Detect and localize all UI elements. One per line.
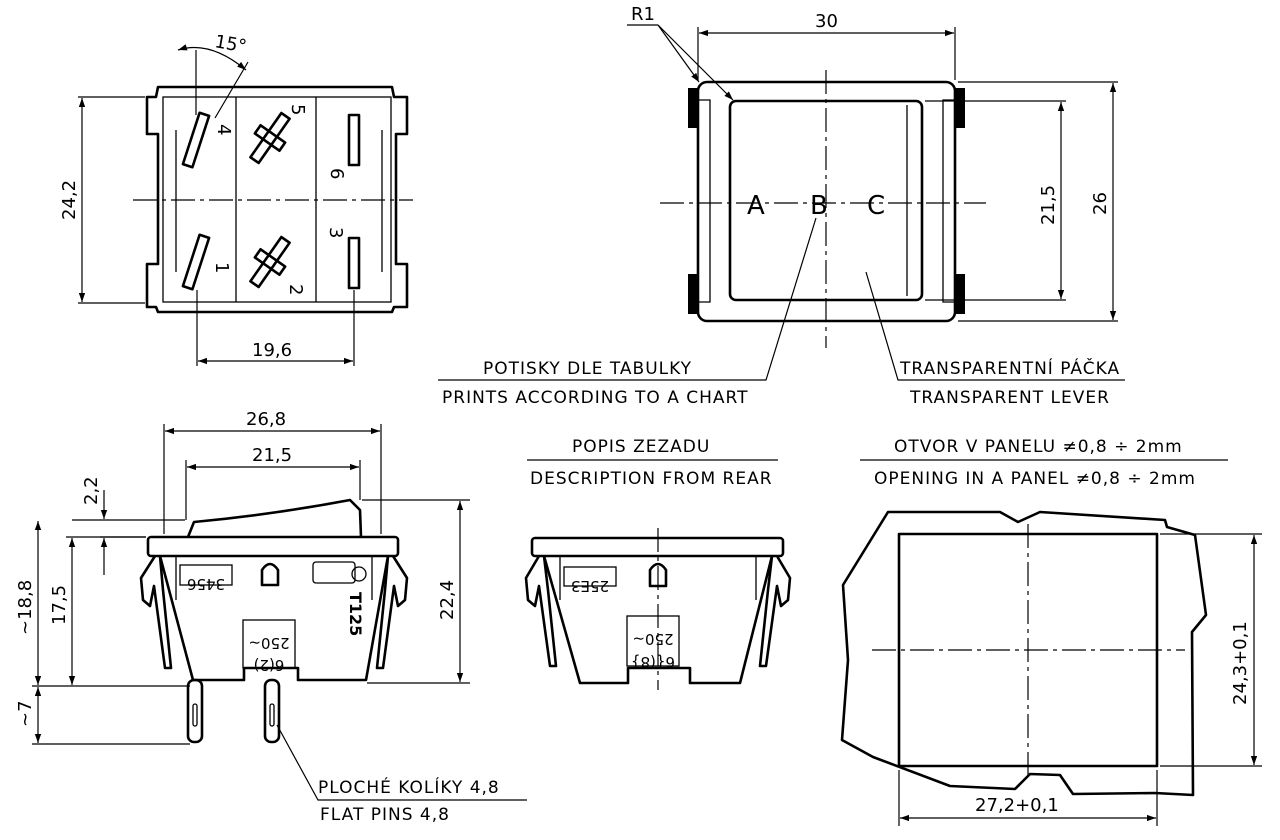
prints-label-en: PRINTS ACCORDING TO A CHART (442, 388, 748, 408)
flat-pin (186, 678, 204, 744)
side-total-dimension: ~18,8 (15, 580, 36, 635)
panel-height-dimension: 24,3+0,1 (1230, 621, 1251, 705)
panel-opening-view: 24,3+0,1 27,2+0,1 (840, 510, 1262, 826)
print-position-c: C (867, 191, 885, 221)
side-inner-width-dimension: 21,5 (252, 445, 292, 466)
terminal-2: 2 (285, 284, 306, 295)
terminal-4: 4 (213, 124, 234, 135)
side-model-marking: T125 (346, 592, 365, 636)
side-view: 3456 T125 250~ 6(2) 26,8 21,5 2,2 ~18,8 (15, 409, 527, 801)
terminal-3: 3 (325, 227, 346, 238)
terminal-1: 1 (211, 262, 232, 273)
front-clip (688, 88, 699, 128)
side-current-marking: 6(2) (254, 656, 285, 674)
rear-code-marking: 25E3 (571, 577, 609, 595)
rear-label-en: DESCRIPTION FROM REAR (530, 469, 773, 489)
front-height-dimension: 26 (1090, 192, 1111, 215)
pin-slots (181, 111, 361, 291)
lever-label-cz: TRANSPARENTNÍ PÁČKA (899, 357, 1120, 379)
front-clip (954, 88, 965, 128)
side-height-dimension: 22,4 (437, 580, 458, 620)
terminal-6: 6 (326, 168, 347, 179)
side-rating-marking: 250~ (248, 634, 289, 652)
side-body-dimension: 17,5 (49, 585, 70, 625)
front-clip (688, 274, 699, 314)
top-angle-label: 15° (213, 31, 248, 57)
pins-label-cz: PLOCHÉ KOLÍKY 4,8 (318, 776, 500, 798)
opening-label-en: OPENING IN A PANEL ≠0,8 ÷ 2mm (874, 469, 1196, 489)
side-pins-dimension: ~7 (15, 700, 36, 727)
top-width-dimension: 19,6 (252, 340, 292, 361)
top-view: 15° 24,2 19,6 4 5 6 1 2 3 (59, 31, 413, 366)
rear-view: 25E3 250~ 6{(8} (524, 528, 792, 690)
side-width-dimension: 26,8 (246, 409, 286, 430)
print-position-b: B (810, 191, 828, 221)
prints-label-cz: POTISKY DLE TABULKY (483, 359, 692, 379)
front-width-dimension: 30 (815, 11, 838, 32)
flat-pin (263, 678, 281, 744)
rear-rating-marking: 250~ (632, 630, 673, 648)
side-lever-dimension: 2,2 (81, 476, 102, 505)
front-clip (954, 274, 965, 314)
front-radius-label: R1 (631, 4, 655, 25)
side-terminal-marking: 3456 (187, 575, 225, 593)
panel-outline (840, 510, 1208, 797)
terminal-5: 5 (287, 104, 308, 115)
print-position-a: A (747, 191, 765, 221)
front-view: A B C R1 30 21,5 26 (438, 4, 1125, 381)
rear-label-cz: POPIS ZEZADU (572, 437, 710, 457)
opening-label-cz: OTVOR V PANELU ≠0,8 ÷ 2mm (894, 437, 1183, 457)
pins-label-en: FLAT PINS 4,8 (320, 805, 450, 825)
top-height-dimension: 24,2 (59, 180, 80, 220)
front-inner-height-dimension: 21,5 (1038, 185, 1059, 225)
lever-label-en: TRANSPARENT LEVER (909, 388, 1110, 408)
panel-width-dimension: 27,2+0,1 (975, 795, 1059, 816)
rear-current-marking: 6{(8} (631, 653, 675, 671)
